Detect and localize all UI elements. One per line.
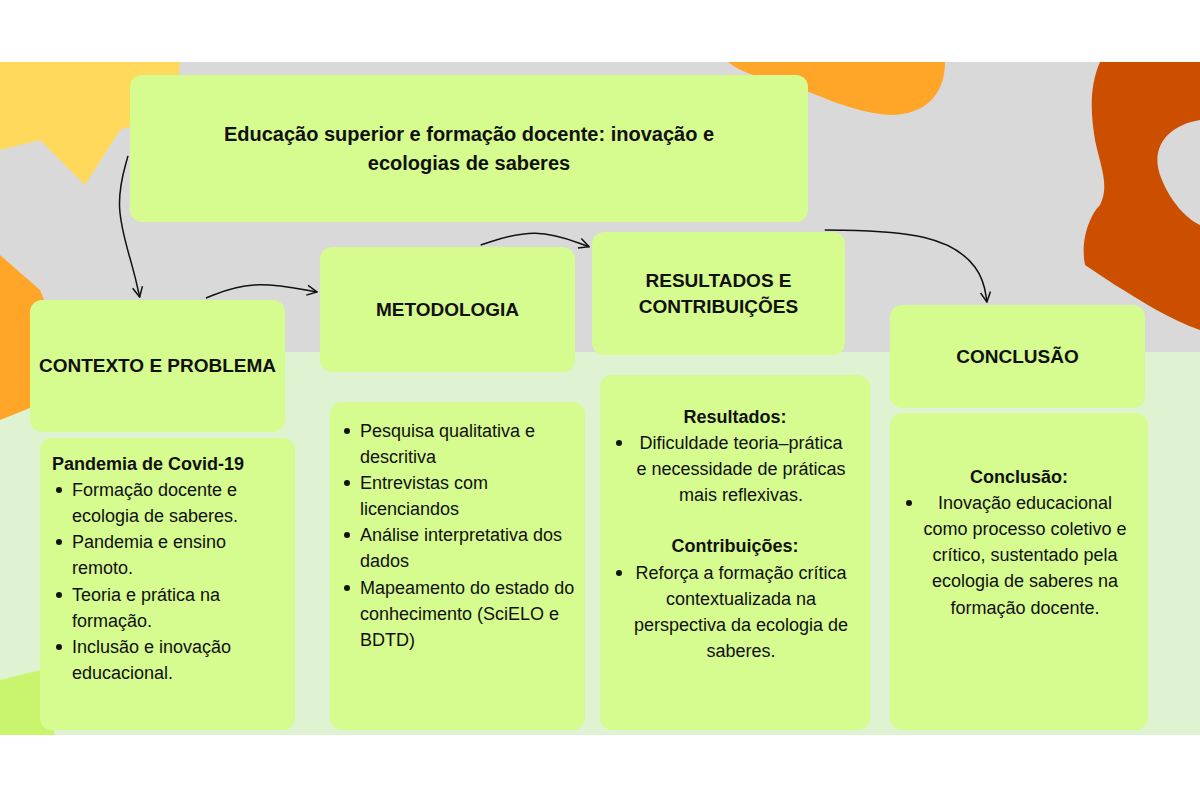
bullet-text: Inovação educacional como processo colet… [922,490,1136,620]
bullet-dot [344,532,350,538]
text-row: CONTEXTO E PROBLEMA [38,353,277,379]
text-row: Conclusão: [902,465,1136,490]
bullet-dot [344,480,350,486]
bullet-item: Inclusão e inovação educacional. [52,634,285,686]
text-row: Dificuldade teoria–prática e necessidade… [612,430,858,508]
content-box: Conclusão:Inovação educacional como proc… [890,413,1148,730]
text-row: CONCLUSÃO [898,344,1137,370]
subheading: Resultados: [612,405,858,430]
bullet-dot [616,440,622,446]
section-title: METODOLOGIA [328,297,567,323]
text-row: Inovação educacional como processo colet… [902,490,1136,620]
content-box: Resultados:Dificuldade teoria–prática e … [600,375,870,730]
section-header: RESULTADOS E CONTRIBUIÇÕES [592,232,845,355]
text-row: Entrevistas com licenciandos [340,470,575,522]
section-title: CONCLUSÃO [898,344,1137,370]
section-header: METODOLOGIA [320,247,575,372]
bullet-dot [56,644,62,650]
content-box: Pesquisa qualitativa e descritivaEntrevi… [330,402,585,730]
bullet-text: Reforça a formação crítica contextualiza… [632,560,858,664]
bullet-item: Entrevistas com licenciandos [340,470,575,522]
bullet-dot [344,585,350,591]
bullet-text: Pandemia e ensino remoto. [72,529,285,581]
bullet-dot [616,570,622,576]
title-box: Educação superior e formação docente: in… [130,75,808,222]
section-header: CONTEXTO E PROBLEMA [30,300,285,432]
text-row: Formação docente e ecologia de saberes. [52,477,285,529]
bullet-item: Dificuldade teoria–prática e necessidade… [612,430,858,508]
text-row: Pandemia de Covid-19 [52,452,285,477]
section-title: CONTEXTO E PROBLEMA [38,353,277,379]
bullet-item: Teoria e prática na formação. [52,582,285,634]
bullet-item: Mapeamento do estado do conhecimento (Sc… [340,575,575,653]
text-row: Educação superior e formação docente: in… [150,120,788,178]
text-row: Mapeamento do estado do conhecimento (Sc… [340,575,575,653]
bullet-item: Inovação educacional como processo colet… [902,490,1136,620]
bullet-text: Formação docente e ecologia de saberes. [72,477,285,529]
text-row: Pesquisa qualitativa e descritiva [340,418,575,470]
diagram-title: Educação superior e formação docente: in… [150,120,788,178]
bullet-text: Teoria e prática na formação. [72,582,285,634]
text-row: Pandemia e ensino remoto. [52,529,285,581]
bullet-dot [906,500,912,506]
text-row: METODOLOGIA [328,297,567,323]
dark-orange-shape [1084,62,1200,330]
bullet-dot [56,487,62,493]
bullet-dot [56,592,62,598]
text-row: RESULTADOS E CONTRIBUIÇÕES [600,268,837,319]
bullet-item: Pesquisa qualitativa e descritiva [340,418,575,470]
white-band [0,735,1200,800]
bullet-text: Dificuldade teoria–prática e necessidade… [632,430,858,508]
subheading: Conclusão: [902,465,1136,490]
bullet-text: Mapeamento do estado do conhecimento (Sc… [360,575,575,653]
connector-arrow [206,285,317,298]
bullet-text: Inclusão e inovação educacional. [72,634,285,686]
text-row: Resultados: [612,405,858,430]
subheading: Pandemia de Covid-19 [52,452,285,477]
text-row: Contribuições: [612,534,858,559]
grey-ground [0,62,1200,735]
text-row: Reforça a formação crítica contextualiza… [612,560,858,664]
bullet-dot [56,539,62,545]
section-title: RESULTADOS E CONTRIBUIÇÕES [600,268,837,319]
section-header: CONCLUSÃO [890,305,1145,408]
connector-arrow [481,233,589,246]
bullet-item: Análise interpretativa dos dados [340,522,575,574]
bullet-dot [344,428,350,434]
connector-arrow [825,230,987,302]
bullet-text: Pesquisa qualitativa e descritiva [360,418,575,470]
subheading: Contribuições: [612,534,858,559]
bullet-item: Pandemia e ensino remoto. [52,529,285,581]
content-box: Pandemia de Covid-19Formação docente e e… [40,438,295,730]
bullet-text: Análise interpretativa dos dados [360,522,575,574]
text-row: Análise interpretativa dos dados [340,522,575,574]
text-row: Teoria e prática na formação. [52,582,285,634]
bullet-item: Formação docente e ecologia de saberes. [52,477,285,529]
bullet-item: Reforça a formação crítica contextualiza… [612,560,858,664]
bullet-text: Entrevistas com licenciandos [360,470,575,522]
text-row: Inclusão e inovação educacional. [52,634,285,686]
